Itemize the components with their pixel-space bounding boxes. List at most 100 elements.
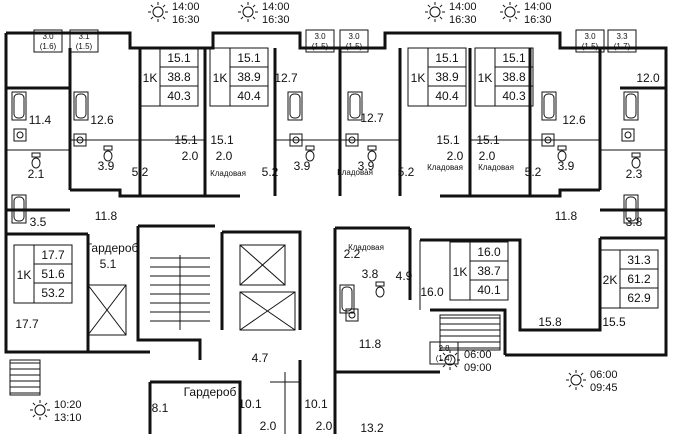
room-area-26: 11.8 [555,209,578,223]
bathtub-icon [541,91,557,121]
room-area-5: 12.7 [360,111,384,125]
balcony-area-0: 3.0(1.6) [33,29,63,53]
sun-time-end: 16:30 [524,14,552,26]
room-area-29: 2.2 [344,247,361,261]
room-area-22: 3.9 [558,159,575,173]
sink-icon [345,308,359,322]
living-area: 15.1 [502,51,526,65]
toilet-icon [103,145,113,162]
apartment-type: 2K [603,273,618,287]
room-area-38: 8.1 [152,401,169,415]
room-area-31: 4.9 [396,269,413,283]
living-area: 15.1 [237,51,261,65]
total-area: 38.9 [237,70,261,84]
room-area-28: 5.1 [100,257,117,271]
wardrobe-label-1: Гардероб [184,385,237,399]
room-area-14: 2.1 [28,167,45,181]
sun-icon [152,6,164,18]
balcony-total: 3.0 [314,32,326,41]
sun-icon [429,6,441,18]
room-area-11: 2.0 [216,149,233,163]
core-shafts [9,244,501,396]
room-area-4: 12.7 [274,71,298,85]
sun-time-start: 14:00 [524,1,552,13]
area-with-balcony: 40.3 [502,89,526,103]
toilet-icon [367,145,377,162]
room-area-40: 10.1 [304,397,328,411]
room-area-6: 15.1 [436,133,460,147]
room-area-19: 3.9 [358,159,375,173]
toilet-icon [375,281,385,298]
room-area-32: 16.0 [420,285,444,299]
bathtub-icon [339,284,355,314]
balcony-reduced: (1.5) [582,42,599,51]
balcony-area-3: 3.0(1.5) [339,29,369,53]
storage-label-1: Кладовая [337,168,373,177]
room-area-18: 3.9 [294,159,311,173]
balcony-total: 3.3 [616,32,628,41]
room-area-17: 5.2 [262,165,279,179]
area-with-balcony: 53.2 [41,286,65,300]
balcony-reduced: (1.7) [614,42,631,51]
sink-icon [541,133,555,147]
toilet-icon [31,152,41,169]
room-area-2: 15.1 [174,133,198,147]
apartment-box-6: 2K 31.3 61.2 62.9 [599,249,659,309]
room-area-35: 15.5 [602,315,626,329]
total-area: 38.8 [167,70,191,84]
room-area-13: 2.0 [479,149,496,163]
room-area-24: 3.5 [30,215,47,229]
total-area: 38.9 [435,70,459,84]
sink-icon [13,128,27,142]
bathtub-icon [623,194,639,224]
sun-icon [504,6,516,18]
room-area-1: 12.6 [90,113,114,127]
balcony-reduced: (1.5) [76,42,93,51]
sun-time-end: 09:45 [590,382,618,394]
sink-icon [345,133,359,147]
total-area: 61.2 [627,272,651,286]
balcony-reduced: (1.5) [312,42,329,51]
toilet-icon [305,145,315,162]
room-area-23: 2.3 [626,167,643,181]
bathtub-icon [347,91,363,121]
sun-time-end: 16:30 [449,14,477,26]
room-area-34: 15.8 [538,315,562,329]
room-area-21: 5.2 [525,165,542,179]
plumbing-fixtures [11,91,641,322]
living-area: 31.3 [627,253,651,267]
sun-time-end: 16:30 [262,14,290,26]
bathtub-icon [287,91,303,121]
toilet-icon [557,145,567,162]
living-area: 17.7 [41,248,65,262]
storage-label-0: Кладовая [210,169,246,178]
sun-icon [444,354,456,366]
sun-time-end: 09:00 [464,362,492,374]
apartment-type: 1K [143,71,158,85]
bathtub-icon [11,194,27,224]
bathtub-icon [73,91,89,121]
balcony-reduced: (1.5) [346,42,363,51]
sun-icon [242,6,254,18]
balconies: 3.0(1.6)3.1(1.5)3.0(1.5)3.0(1.5)3.0(1.5)… [33,29,637,365]
apartment-type: 1K [478,71,493,85]
room-area-0: 11.4 [29,113,52,127]
apartment-type: 1K [17,268,32,282]
room-area-3: 15.1 [210,133,234,147]
sun-time-start: 10:20 [54,399,82,411]
room-area-25: 11.8 [95,209,118,223]
room-area-33: 17.7 [15,317,39,331]
area-with-balcony: 62.9 [627,291,651,305]
sink-icon [289,133,303,147]
